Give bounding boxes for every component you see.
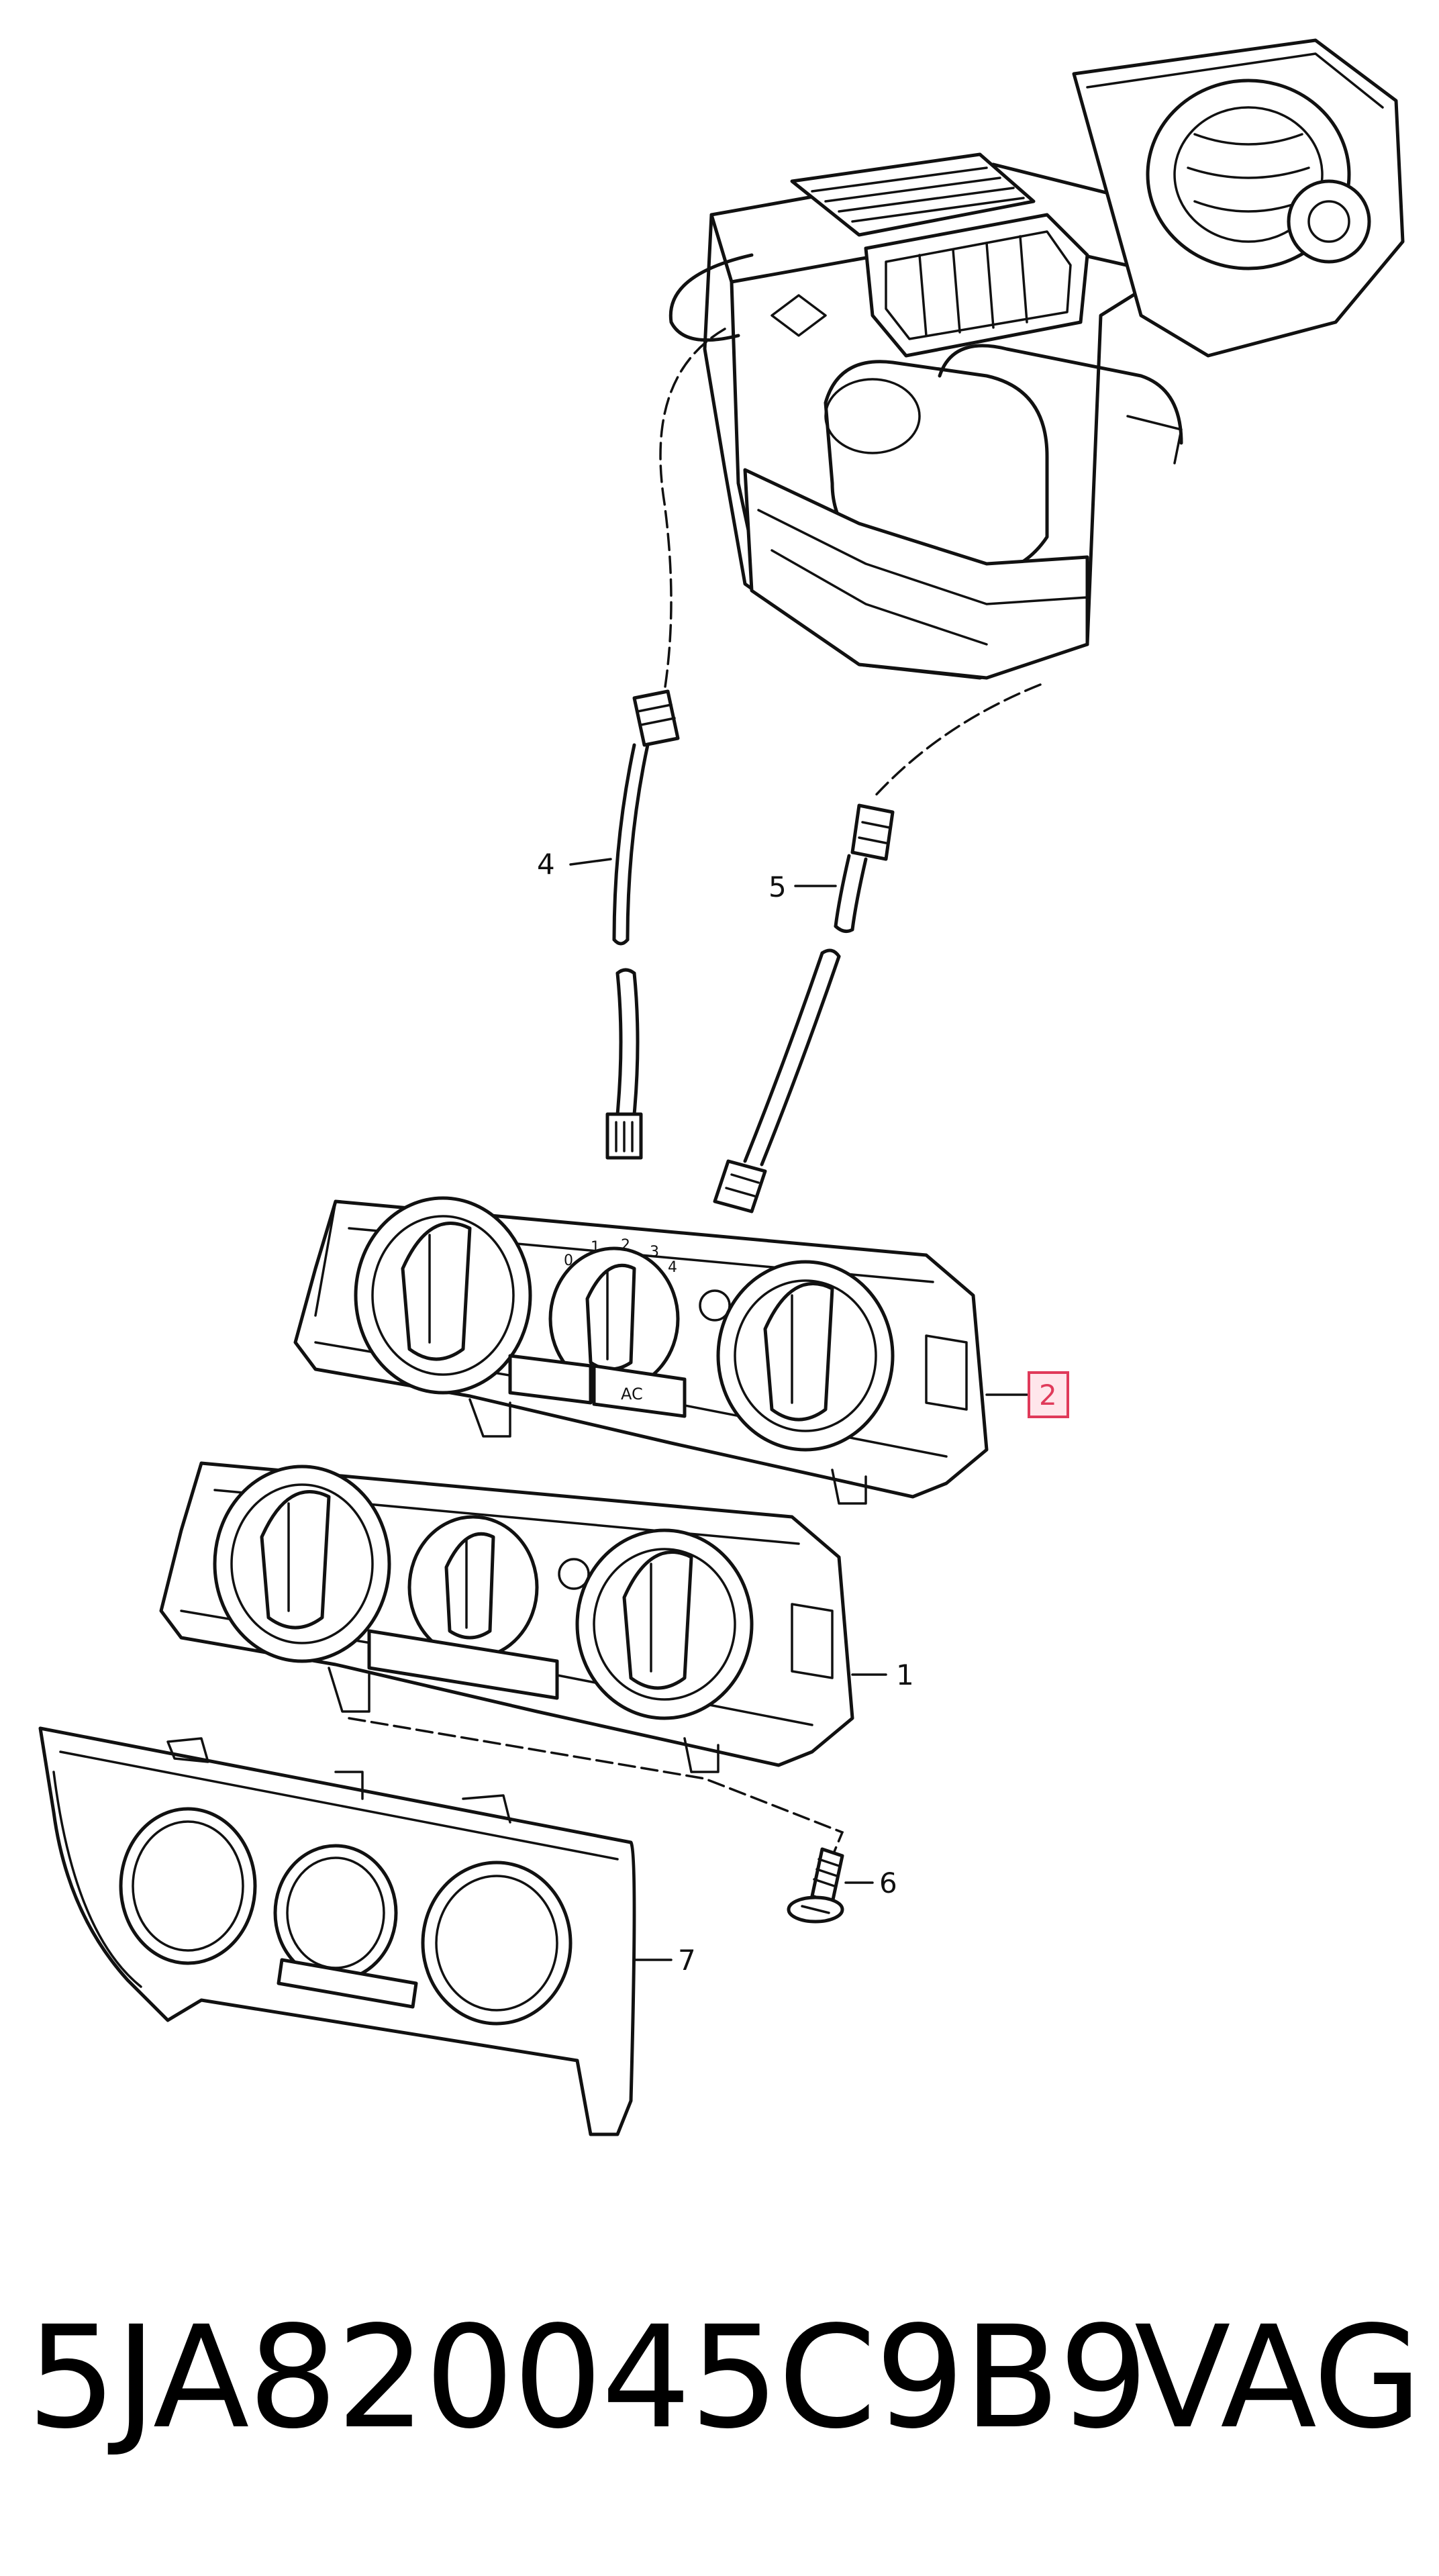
callout-label-2: 2 — [1039, 1379, 1057, 1411]
callout-2-highlight-box[interactable] — [1028, 1371, 1069, 1418]
panel-opening-middle — [273, 1844, 398, 1982]
brand-name: VAG — [1134, 2295, 1421, 2460]
fan-speed-scale: 0 1 2 3 4 — [564, 1237, 677, 1276]
callout-7: 7 — [633, 1944, 696, 1977]
callout-label-6: 6 — [879, 1867, 897, 1899]
callout-5: 5 — [768, 871, 837, 903]
control-unit-2 — [293, 1196, 989, 1505]
cable-4 — [605, 328, 726, 1160]
callout-2[interactable]: 2 — [985, 1371, 1069, 1418]
callout-4: 4 — [537, 848, 612, 881]
control-unit-1 — [159, 1461, 854, 1773]
panel-opening-left — [119, 1807, 257, 1965]
callout-label-5: 5 — [768, 871, 787, 903]
screw-6 — [787, 1847, 844, 1924]
knob-label-2: 2 — [621, 1237, 630, 1254]
knob-label-3: 3 — [650, 1244, 659, 1260]
ac-button — [592, 1364, 687, 1418]
recirculation-button — [508, 1354, 593, 1405]
cable-5 — [713, 683, 1042, 1213]
knob-label-1: 1 — [591, 1239, 600, 1256]
panel-button-slot — [277, 1958, 418, 2009]
callout-1: 1 — [851, 1658, 914, 1691]
button-strip — [367, 1629, 559, 1700]
panel-opening-right — [421, 1861, 573, 2026]
knob-label-4: 4 — [668, 1259, 677, 1276]
part-number: 5JA820045C9B9 — [27, 2295, 1147, 2460]
hvac-housing-assembly — [668, 38, 1405, 680]
ac-button-label: AC — [621, 1385, 643, 1403]
callout-label-4: 4 — [537, 848, 555, 881]
callout-label-7: 7 — [678, 1944, 696, 1977]
callout-label-1: 1 — [896, 1658, 914, 1691]
knob-label-0: 0 — [564, 1252, 573, 1269]
callout-6: 6 — [844, 1867, 897, 1899]
trim-panel-7 — [38, 1726, 636, 2136]
